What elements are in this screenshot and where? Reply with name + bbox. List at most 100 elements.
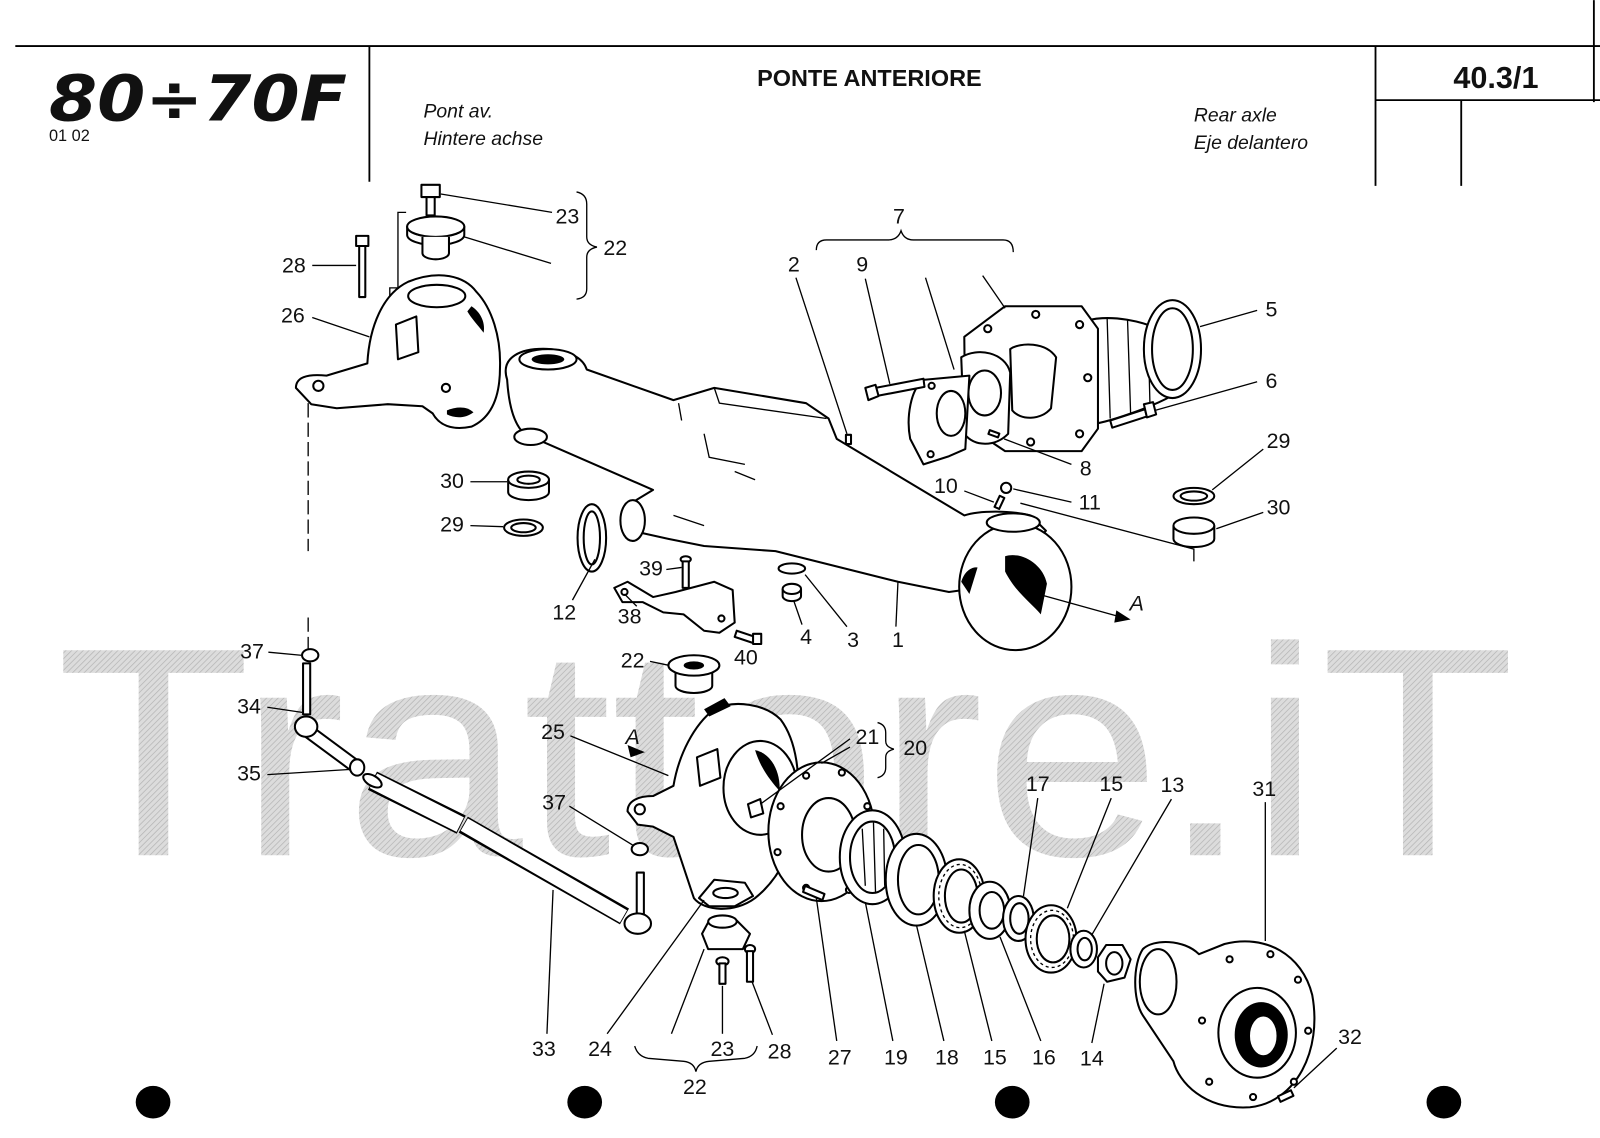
flange-hole — [1031, 309, 1041, 319]
arrow-shaft — [1030, 591, 1123, 619]
leader-32 — [1293, 1047, 1338, 1089]
pin-10 — [993, 494, 1006, 511]
leader-22-middle — [649, 660, 670, 667]
bolt-28-lower — [743, 944, 757, 983]
cup-4 — [781, 582, 803, 603]
gasket-24 — [697, 878, 755, 908]
joint-ball — [293, 715, 319, 738]
knuckle-window — [695, 748, 722, 787]
kingpin-cap-middle — [667, 654, 721, 694]
cap-bolt — [864, 377, 926, 402]
callout-labels: 23 22 28 26 7 2 9 5 6 8 29 10 11 30 30 2… — [237, 205, 1362, 1099]
leader-34 — [267, 706, 303, 714]
callout-label: 8 — [1080, 457, 1092, 481]
bolt-head — [1142, 401, 1158, 419]
housing-tube-end — [619, 499, 646, 542]
bolt-shank — [358, 245, 367, 299]
flange-hole — [1075, 320, 1085, 330]
callout-label: 18 — [935, 1045, 959, 1069]
leader-12 — [571, 558, 596, 601]
pin-8 — [987, 429, 1001, 439]
wheel-hub — [1134, 940, 1316, 1109]
brace-7 — [815, 228, 1014, 253]
brace-22-top — [576, 191, 598, 300]
callout-label: 28 — [768, 1039, 792, 1063]
callout-label: 13 — [1161, 773, 1185, 797]
callout-label: 1 — [892, 628, 904, 652]
kingpin-bolt-top — [420, 183, 441, 217]
ring-inner — [510, 522, 537, 534]
joint-ball — [623, 912, 653, 935]
callout-label: 37 — [240, 639, 264, 663]
stud-27 — [802, 884, 826, 902]
seal-inner — [896, 844, 940, 916]
punch-hole — [1426, 1085, 1462, 1119]
callout-label: 17 — [1026, 772, 1050, 796]
cup-recess — [516, 474, 541, 485]
hub-nose — [1138, 948, 1178, 1016]
bracket-body — [613, 580, 736, 634]
steering-arm-hole — [633, 803, 646, 816]
knuckle-bore — [407, 283, 467, 309]
leader-7-right — [982, 275, 1006, 309]
nut-37-right — [630, 841, 649, 857]
leader-19 — [864, 902, 894, 1042]
section-arrow-left-head — [627, 745, 645, 758]
punch-hole — [567, 1085, 603, 1119]
bolt-40 — [733, 629, 763, 646]
leader-22-top — [464, 236, 552, 265]
bearing-saddle-bore — [967, 369, 1003, 417]
flange-hole — [863, 802, 872, 811]
bolt-head — [752, 632, 763, 646]
leader-1 — [895, 581, 899, 627]
callout-label: 39 — [639, 557, 663, 581]
callout-label: 27 — [828, 1045, 852, 1069]
hub-spline-core — [1247, 1014, 1279, 1058]
spacer-16 — [968, 880, 1012, 940]
housing-bore-shadow — [531, 354, 565, 365]
housing-ribs — [673, 387, 827, 527]
spacer-bore — [978, 890, 1006, 930]
callout-label: 14 — [1080, 1046, 1104, 1070]
flange-hole — [802, 771, 811, 780]
callout-label: 29 — [440, 513, 464, 537]
bolt-39 — [679, 555, 692, 589]
knuckle-shadow-lower — [446, 407, 474, 418]
rod-tube-fill — [460, 818, 628, 923]
callout-label: 25 — [541, 720, 565, 744]
callout-label: 30 — [440, 469, 464, 493]
bearing-cup-19 — [838, 809, 907, 906]
title-german: Hintere achse — [423, 128, 543, 150]
section-arrow-right — [1030, 591, 1131, 623]
bearing-saddle — [1009, 343, 1058, 419]
callout-label: 15 — [983, 1045, 1007, 1069]
callout-label: 23 — [711, 1037, 735, 1061]
cap-spigot — [421, 236, 450, 261]
bolt-shank — [681, 560, 690, 589]
leader-15-bottom — [963, 930, 993, 1042]
bearing-cap-bore — [935, 389, 967, 437]
joint-arm-fill — [301, 724, 363, 773]
leader-38 — [624, 593, 638, 607]
knuckle-shadow — [467, 306, 485, 333]
callout-label: 20 — [903, 736, 927, 760]
hub-hole — [1248, 1092, 1258, 1102]
callout-label: 2 — [788, 253, 800, 277]
locknut-35 — [348, 758, 366, 777]
knuckle-window — [394, 315, 420, 361]
hub-hole — [1293, 975, 1303, 984]
callout-label: 23 — [555, 205, 579, 229]
flange-bolt — [1109, 401, 1158, 429]
callout-label: 5 — [1265, 297, 1277, 321]
callout-label: 3 — [847, 628, 859, 652]
leader-17 — [1022, 797, 1039, 897]
bolt-shank — [718, 962, 727, 985]
bushing-cup-left — [507, 470, 550, 502]
nut-37-left — [301, 648, 320, 663]
callout-label: 15 — [1099, 772, 1123, 796]
leader-29-right — [1211, 448, 1264, 491]
leader-30-right — [1216, 511, 1264, 530]
callout-label: 24 — [588, 1037, 612, 1061]
support-bracket — [613, 580, 736, 634]
callout-label: 33 — [532, 1037, 556, 1061]
